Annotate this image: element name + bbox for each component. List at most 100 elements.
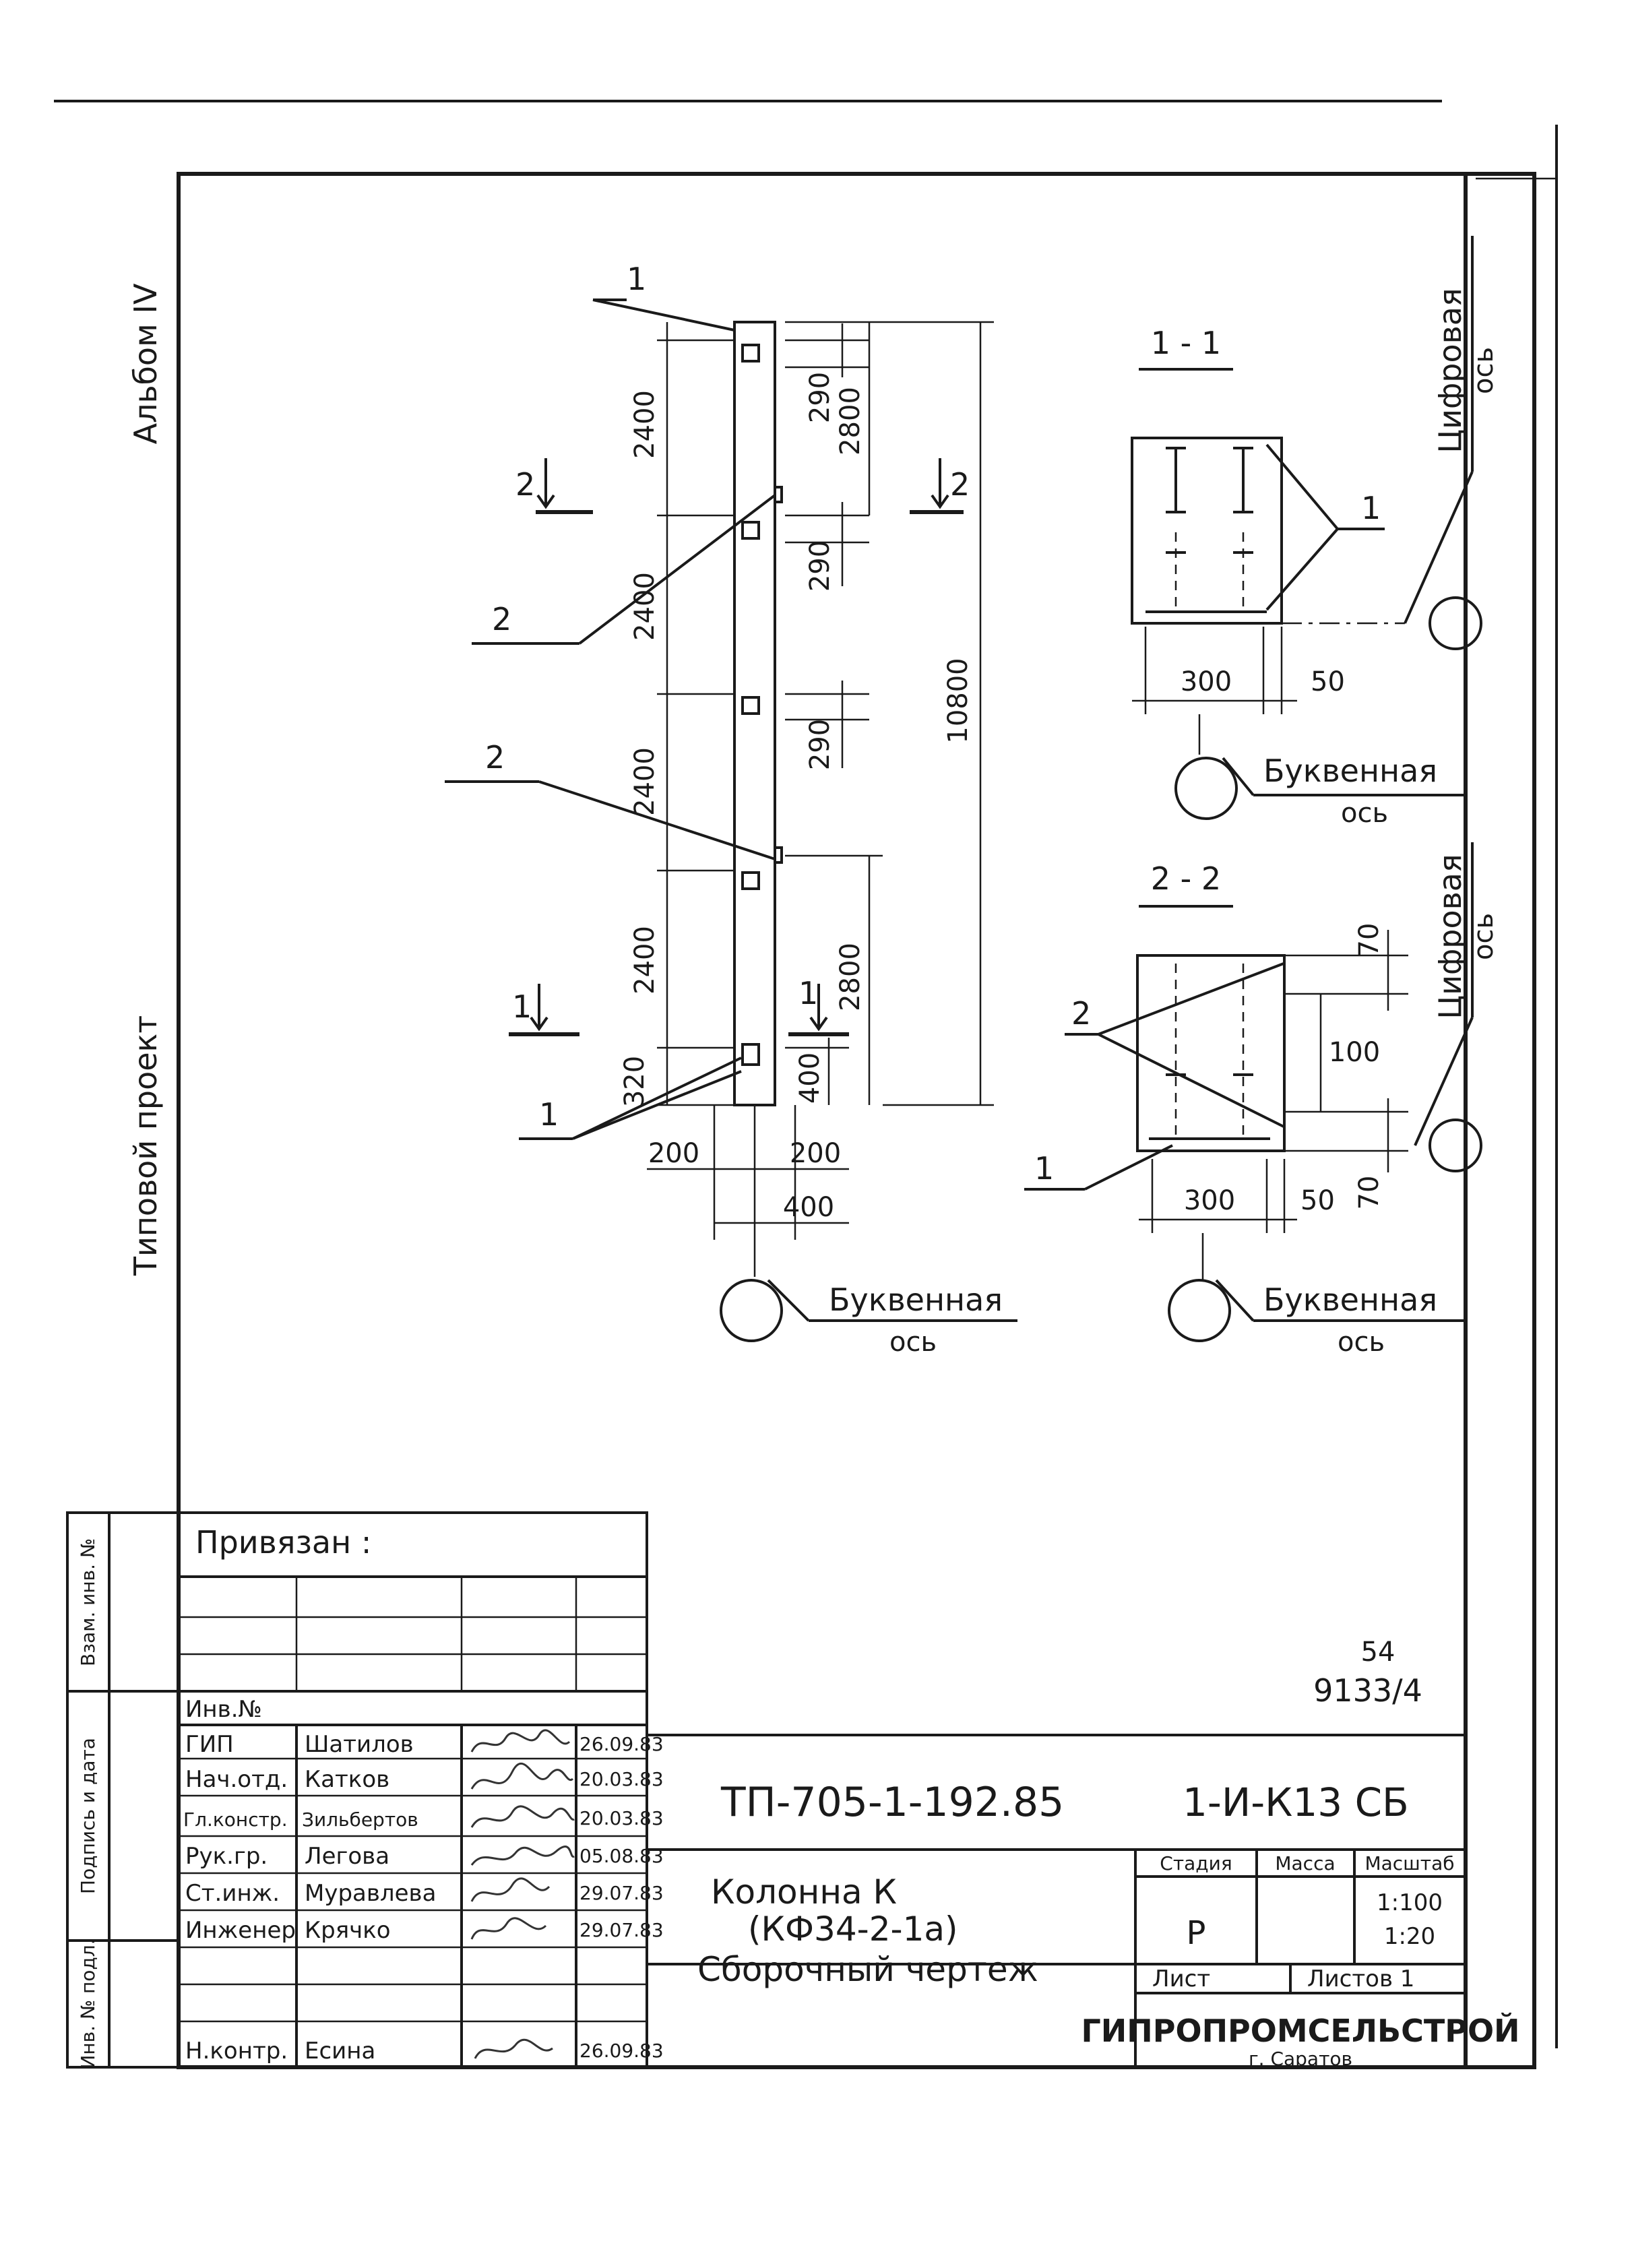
callout-2-upper: 2 [492,601,511,637]
section-1-1-letter-axis-bubble [1174,757,1238,820]
staff-role-4: Рук.гр. [185,1843,268,1870]
staff-name-2: Катков [305,1766,389,1793]
section-mark-1-left: 1 [512,988,532,1025]
staff-name-3: Зильбертов [302,1808,418,1831]
staff-date-2: 20.03.83 [579,1768,664,1790]
scale-value-2: 1:20 [1384,1923,1435,1950]
section-mark-2-right: 2 [950,466,970,503]
section-1-1-axis-digital: Цифровая [1432,288,1468,453]
mass-header: Масса [1275,1852,1335,1875]
dim-bottom-200-left: 200 [648,1138,699,1169]
dim-left-4: 2400 [629,926,660,995]
staff-date-1: 26.09.83 [579,1733,664,1755]
side-bracket [774,486,783,503]
stage-value: Р [1187,1914,1206,1952]
dim-bottom-400: 400 [783,1192,834,1223]
staff-name-4: Легова [305,1843,389,1870]
archive-number: 9133/4 [1313,1672,1422,1709]
staff-date-4: 05.08.83 [579,1845,664,1867]
section-2-2-axis-letter: Буквенная [1263,1282,1437,1318]
section-2-2-axis-letter-sub: ось [1338,1327,1385,1358]
section-1-1-digital-axis-bubble [1429,596,1482,650]
dim-overall: 10800 [943,658,974,743]
callout-1-top: 1 [627,261,646,297]
staff-name-6: Крячко [305,1917,391,1944]
staff-date-6: 29.07.83 [579,1919,664,1941]
staff-date-7: 26.09.83 [579,2040,664,2062]
section-2-2-letter-axis-bubble [1168,1279,1231,1342]
section-2-2-outline [1136,954,1286,1152]
dim-right-2800-bottom: 2800 [835,943,866,1011]
staff-role-5: Ст.инж. [185,1880,280,1907]
section-2-2-callout-1: 1 [1034,1150,1054,1187]
sheet-number: 54 [1361,1637,1395,1668]
dim-bottom-200-right: 200 [790,1138,841,1169]
dim-left-1: 2400 [629,390,660,459]
dim-right-290-3: 290 [805,719,836,770]
scale-value-1: 1:100 [1377,1889,1443,1916]
section-mark-1-right: 1 [798,975,818,1011]
embedded-plate [741,1043,760,1066]
section-1-1-axis-digital-sub: ось [1468,347,1499,394]
section-1-1-title: 1 - 1 [1151,325,1221,361]
sheets-label: Листов 1 [1307,1965,1414,1992]
staff-role-7: Н.контр. [185,2038,288,2065]
embedded-plate [741,521,760,540]
organization-name: ГИПРОПРОМСЕЛЬСТРОЙ [1081,2013,1519,2049]
callout-1-bottom: 1 [539,1096,559,1133]
section-2-2-dim-70-bottom: 70 [1354,1176,1385,1210]
dim-right-290-2: 290 [805,540,836,592]
staff-name-5: Муравлева [305,1880,436,1907]
dim-right-400: 400 [794,1052,825,1104]
section-1-1-dim-50: 50 [1311,666,1345,697]
staff-date-5: 29.07.83 [579,1882,664,1904]
album-label: Альбом IV [127,283,164,444]
drawing-frame [177,172,1536,2069]
section-2-2-dim-300: 300 [1184,1185,1235,1216]
staff-role-6: Инженер [185,1917,296,1944]
inv-no-label: Инв.№ [185,1696,262,1723]
dim-left-5: 320 [619,1056,650,1107]
axis-letter-label: Буквенная [829,1282,1003,1318]
callout-2-lower: 2 [485,739,505,776]
staff-name-1: Шатилов [305,1731,414,1758]
column-elevation: 2400 2400 2400 2400 320 290 290 290 400 … [445,261,1017,1358]
title-block: Привязан : Инв.№ ГИП Шатилов 26.09.83 На… [177,1511,1520,2070]
section-2-2-axis-digital: Цифровая [1432,854,1468,1019]
staff-role-1: ГИП [185,1731,234,1758]
dim-left-3: 2400 [629,747,660,816]
section-2-2-dim-70-top: 70 [1354,923,1385,957]
section-2-2-digital-axis-bubble [1429,1119,1482,1172]
side-bracket [774,846,783,864]
staff-date-3: 20.03.83 [579,1807,664,1829]
axis-letter-sub: ось [889,1327,937,1358]
embedded-plate [741,344,760,363]
project-type-label: Типовой проект [127,1015,164,1276]
section-2-2-callout-2: 2 [1071,995,1091,1032]
section-1-1-axis-letter-sub: ось [1341,798,1388,829]
stage-header: Стадия [1160,1852,1232,1875]
inv-orig-label: Инв. № подл. [77,1939,99,2069]
section-2-2-dim-50: 50 [1300,1185,1335,1216]
section-1-1-outline [1131,437,1283,625]
title-line-3: Сборочный чертеж [697,1950,1038,1989]
scale-header: Масштаб [1364,1852,1454,1875]
handwritten-signatures [470,1729,575,2059]
dim-right-2800-top: 2800 [835,387,866,455]
drawing-code: 1-И-К13 СБ [1183,1779,1409,1825]
embedded-plate [741,871,760,890]
organization-city: г. Саратов [1249,2048,1352,2070]
swap-inv-label: Взам. инв. № [77,1538,99,1666]
staff-role-3: Гл.констр. [183,1808,288,1831]
sheet-label: Лист [1152,1965,1210,1992]
title-line-2: (КФ34-2-1а) [748,1910,958,1949]
dim-right-290-1: 290 [805,372,836,423]
privyazan-label: Привязан : [195,1524,371,1561]
sign-date-label: Подпись и дата [77,1738,99,1894]
section-2-2: 2 - 2 2 1 300 50 70 100 70 Цифровая [1024,842,1499,1358]
project-code: ТП-705-1-192.85 [720,1779,1064,1826]
title-line-1: Колонна К [711,1872,897,1912]
section-2-2-axis-digital-sub: ось [1468,913,1499,960]
section-mark-2-left: 2 [515,466,535,503]
